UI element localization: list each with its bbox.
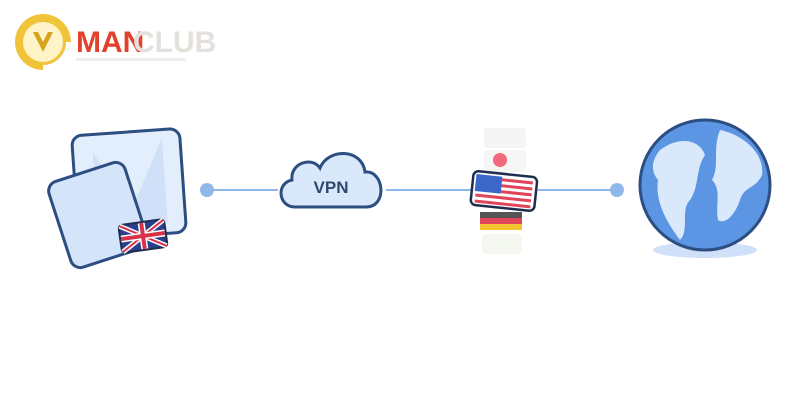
- us-flag-icon: [469, 169, 539, 213]
- logo-tagline: [76, 58, 186, 61]
- connection-dot-left: [200, 183, 214, 197]
- germany-flag-icon: [480, 212, 522, 230]
- logo-text-man: MAN: [76, 26, 144, 59]
- uk-flag-icon: [117, 218, 169, 254]
- vpn-label: VPN: [314, 178, 349, 197]
- connection-dot-right: [610, 183, 624, 197]
- chip-logo-icon: [15, 14, 76, 75]
- uae-flag-icon: [484, 128, 526, 148]
- logo-text-club: CLUB: [133, 26, 216, 59]
- globe-icon: [638, 118, 772, 258]
- vpn-cloud-icon: VPN: [279, 152, 383, 209]
- brazil-flag-icon: [482, 234, 522, 254]
- manclub-logo[interactable]: MAN CLUB: [15, 14, 216, 75]
- devices-icon: [47, 127, 188, 270]
- country-flags-stack: [469, 128, 539, 254]
